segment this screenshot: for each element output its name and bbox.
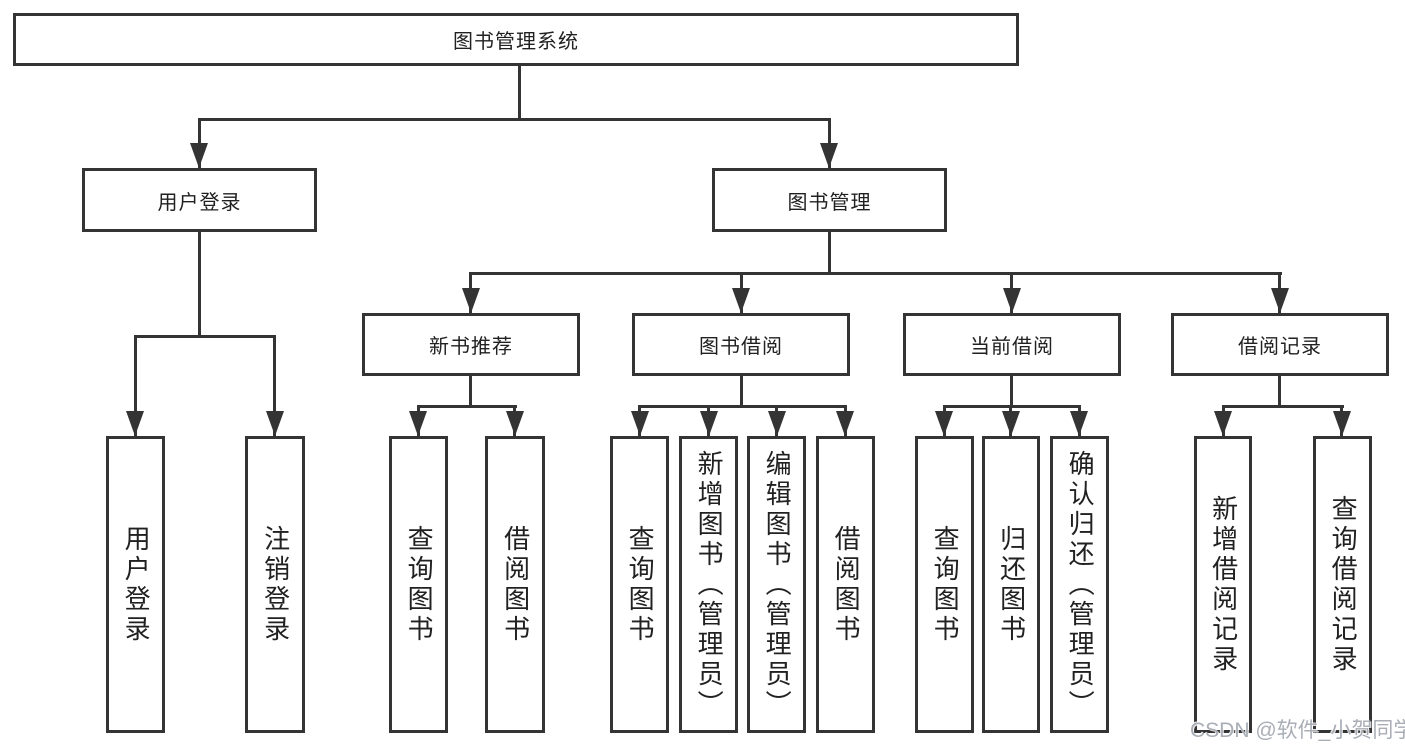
leaf-query-borrow-record-label: 查询借阅记录 bbox=[1328, 494, 1359, 675]
connector-new-book-rec-bar bbox=[417, 405, 517, 408]
leaf-query-books-rec: 查询图书 bbox=[389, 436, 448, 733]
connector-borrow-records-stem bbox=[1278, 376, 1281, 407]
leaf-add-borrow-record-label: 新增借阅记录 bbox=[1208, 494, 1239, 675]
node-borrow-records: 借阅记录 bbox=[1171, 313, 1389, 376]
connector-leaf-drop bbox=[273, 335, 276, 436]
arrow-down-icon bbox=[1333, 411, 1351, 436]
leaf-confirm-return-admin-label: 确认归还（管理员） bbox=[1065, 449, 1096, 720]
leaf-query-books-borrow-label: 查询图书 bbox=[625, 524, 656, 645]
connector-book-borrow-bar bbox=[638, 405, 847, 408]
connector-current-borrow-stem bbox=[1010, 376, 1013, 407]
leaf-borrow-books-label: 借阅图书 bbox=[831, 524, 862, 645]
leaf-return-books: 归还图书 bbox=[982, 436, 1040, 733]
arrow-down-icon bbox=[266, 411, 284, 436]
node-book-mgmt: 图书管理 bbox=[712, 168, 947, 232]
node-new-book-rec: 新书推荐 bbox=[362, 313, 580, 376]
connector-leaf-drop bbox=[134, 335, 137, 436]
connector-borrow-records-bar bbox=[1222, 405, 1344, 408]
node-user-login-label: 用户登录 bbox=[157, 191, 242, 214]
connector-level3-bar bbox=[469, 272, 1282, 275]
node-book-borrow: 图书借阅 bbox=[632, 313, 850, 376]
leaf-borrow-books-rec-label: 借阅图书 bbox=[500, 524, 531, 645]
arrow-down-icon bbox=[506, 411, 524, 436]
leaf-query-books-borrow: 查询图书 bbox=[610, 436, 669, 733]
arrow-down-icon bbox=[1271, 288, 1289, 313]
arrow-down-icon bbox=[126, 411, 144, 436]
leaf-confirm-return-admin: 确认归还（管理员） bbox=[1050, 436, 1109, 733]
node-book-mgmt-label: 图书管理 bbox=[787, 191, 872, 214]
leaf-query-borrow-record: 查询借阅记录 bbox=[1313, 436, 1372, 733]
arrow-down-icon bbox=[700, 411, 718, 436]
arrow-down-icon bbox=[1070, 411, 1088, 436]
arrow-down-icon bbox=[190, 143, 208, 168]
connector-user-login-bar bbox=[134, 335, 276, 338]
arrow-down-icon bbox=[1002, 411, 1020, 436]
leaf-user-login: 用户登录 bbox=[106, 436, 165, 733]
node-current-borrow-label: 当前借阅 bbox=[970, 336, 1054, 358]
connector-user-login-stem bbox=[198, 232, 201, 337]
leaf-logout: 注销登录 bbox=[245, 436, 305, 733]
arrow-down-icon bbox=[768, 411, 786, 436]
leaf-query-books-current-label: 查询图书 bbox=[930, 524, 961, 645]
leaf-add-borrow-record: 新增借阅记录 bbox=[1194, 436, 1252, 733]
arrow-down-icon bbox=[1003, 288, 1021, 313]
leaf-add-books-admin: 新增图书（管理员） bbox=[679, 436, 738, 733]
leaf-add-books-admin-label: 新增图书（管理员） bbox=[694, 449, 725, 720]
node-book-borrow-label: 图书借阅 bbox=[699, 336, 783, 358]
arrow-down-icon bbox=[935, 411, 953, 436]
leaf-logout-label: 注销登录 bbox=[260, 524, 291, 645]
leaf-edit-books-admin-label: 编辑图书（管理员） bbox=[762, 449, 793, 720]
arrow-down-icon bbox=[1214, 411, 1232, 436]
leaf-user-login-label: 用户登录 bbox=[121, 524, 152, 645]
arrow-down-icon bbox=[732, 288, 750, 313]
node-borrow-records-label: 借阅记录 bbox=[1238, 336, 1322, 358]
leaf-borrow-books: 借阅图书 bbox=[816, 436, 875, 733]
leaf-return-books-label: 归还图书 bbox=[996, 524, 1027, 645]
arrow-down-icon bbox=[836, 411, 854, 436]
node-new-book-rec-label: 新书推荐 bbox=[429, 336, 513, 358]
leaf-query-books-rec-label: 查询图书 bbox=[404, 524, 435, 645]
connector-book-borrow-stem bbox=[740, 376, 743, 407]
node-root-label: 图书管理系统 bbox=[453, 31, 579, 53]
connector-root-drop bbox=[518, 66, 521, 120]
arrow-down-icon bbox=[631, 411, 649, 436]
watermark-text: CSDN @软件_小贺同学 bbox=[1190, 719, 1405, 742]
connector-level2-bar bbox=[198, 118, 831, 121]
leaf-query-books-current: 查询图书 bbox=[915, 436, 974, 733]
arrow-down-icon bbox=[462, 288, 480, 313]
arrow-down-icon bbox=[820, 143, 838, 168]
node-current-borrow: 当前借阅 bbox=[903, 313, 1121, 376]
connector-book-mgmt-stem bbox=[828, 232, 831, 274]
leaf-edit-books-admin: 编辑图书（管理员） bbox=[747, 436, 806, 733]
connector-new-book-rec-stem bbox=[469, 376, 472, 407]
leaf-borrow-books-rec: 借阅图书 bbox=[485, 436, 545, 733]
connector-current-borrow-bar bbox=[943, 405, 1081, 408]
arrow-down-icon bbox=[409, 411, 427, 436]
node-root: 图书管理系统 bbox=[13, 13, 1019, 66]
node-user-login: 用户登录 bbox=[82, 168, 317, 232]
